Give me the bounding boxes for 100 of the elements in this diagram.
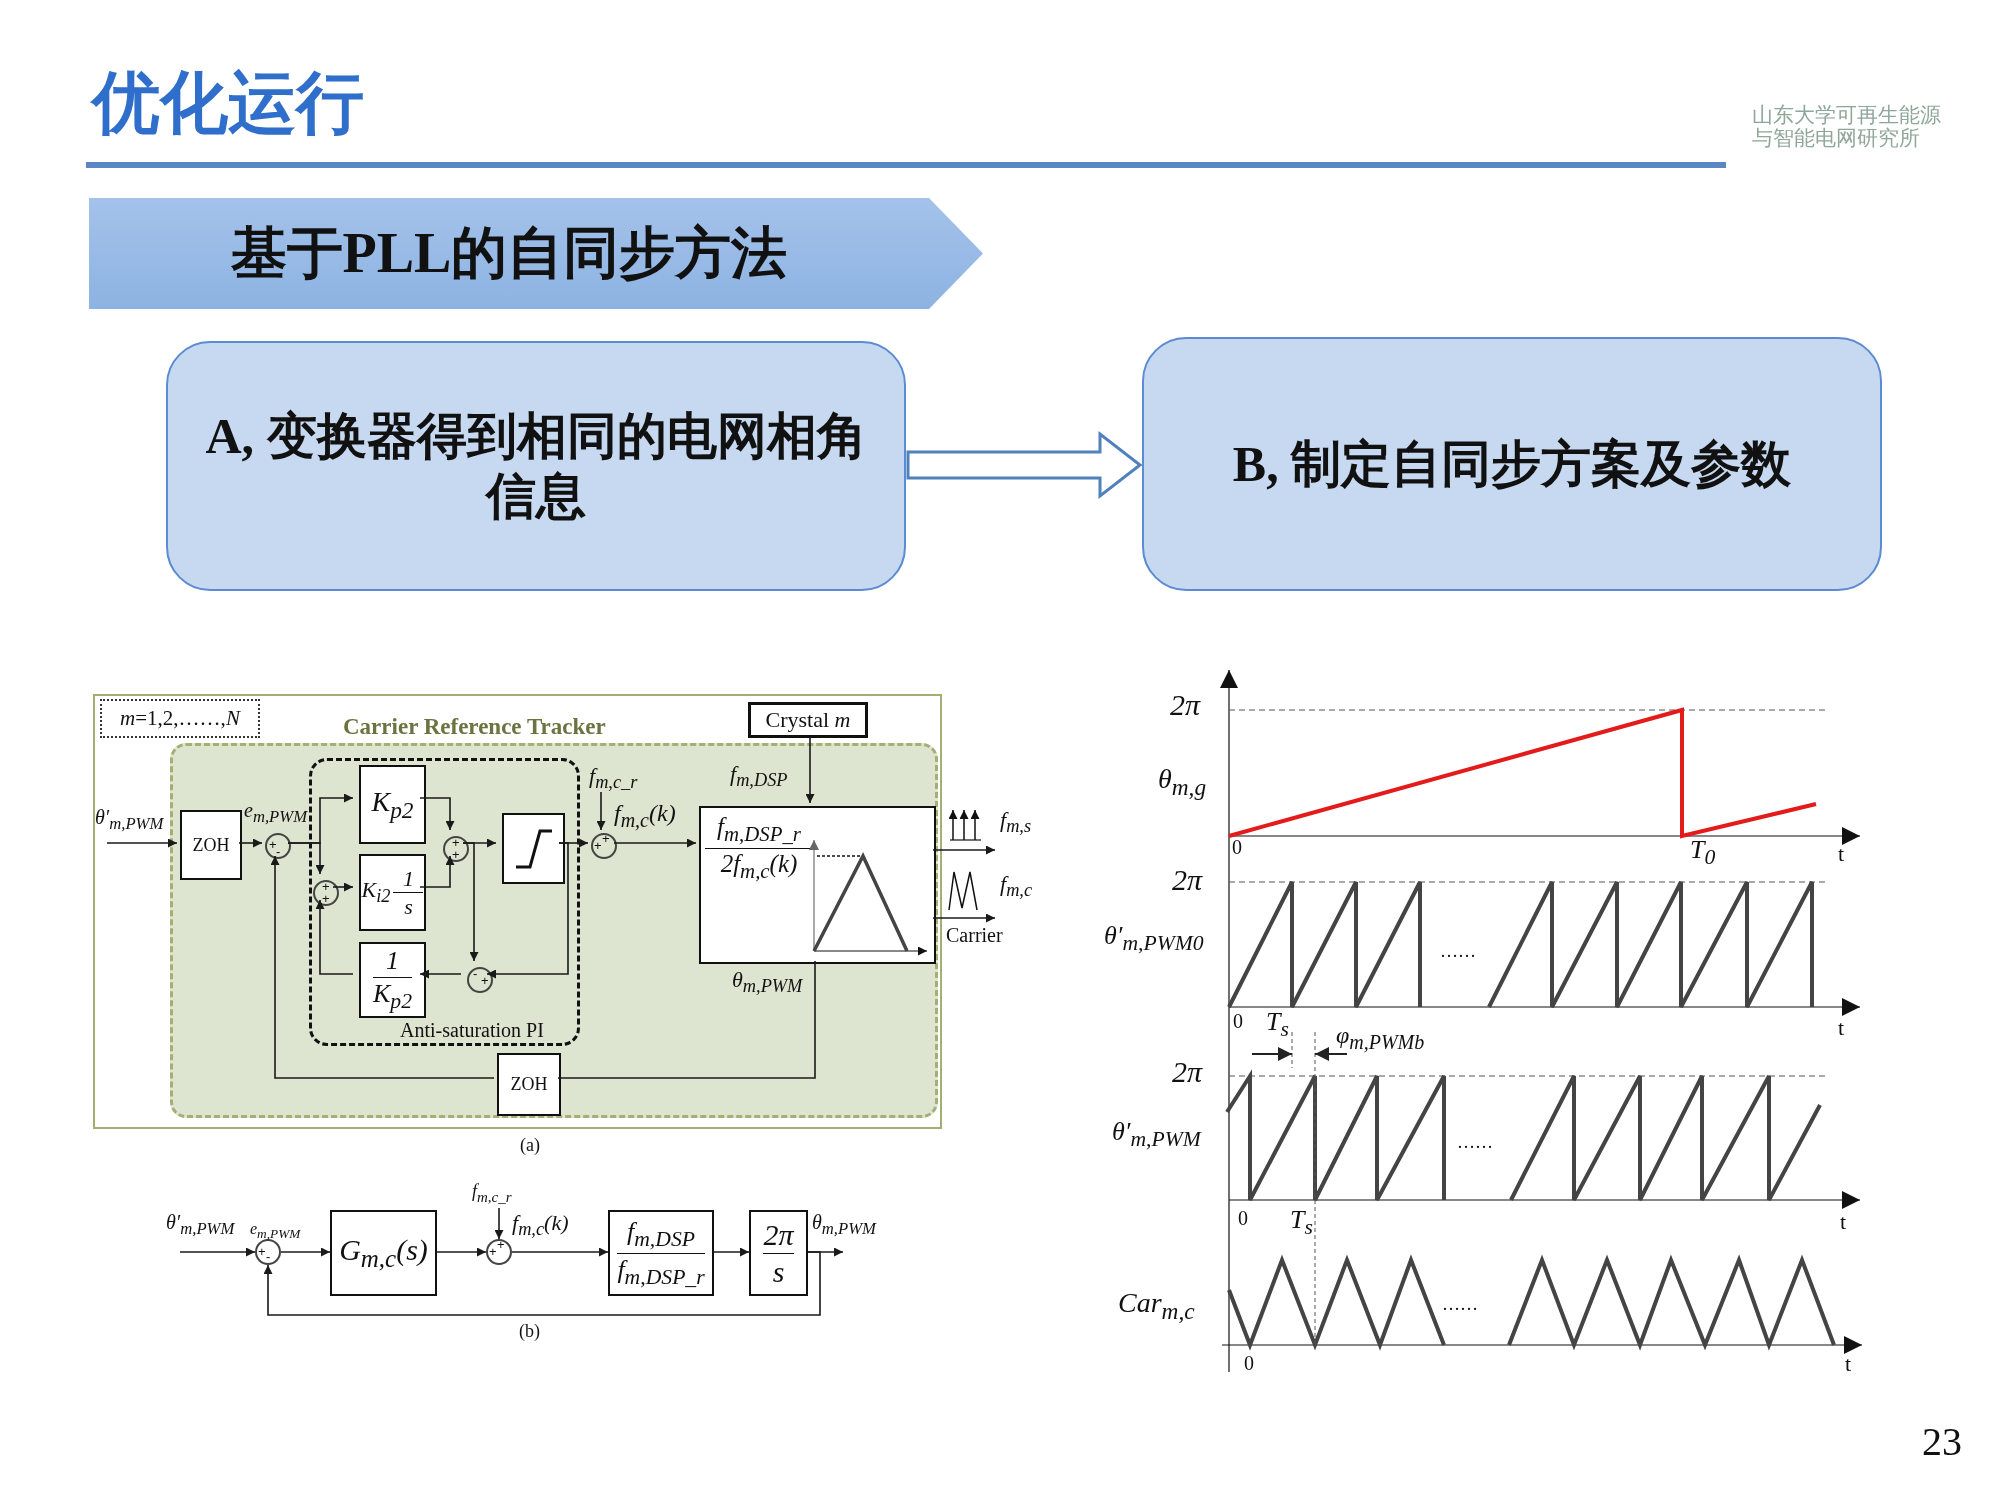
region-title: Carrier Reference Tracker: [343, 714, 606, 740]
operator-sign: -: [473, 967, 478, 980]
block-box: [608, 1210, 714, 1296]
region-label: Anti-saturation PI: [400, 1019, 544, 1042]
math-text: f$_{m,DSP_r}$: [617, 1255, 705, 1289]
page-number: 23: [1922, 1420, 1962, 1464]
math-text: 1: [386, 947, 399, 975]
signal-arrow: [270, 855, 495, 1079]
operator-sign: +: [489, 1245, 497, 1258]
operator-sign: -: [266, 1250, 271, 1263]
block-box: [749, 1210, 808, 1296]
math-text: f$_{m,DSP_r}$: [717, 814, 801, 846]
summing-junction: [486, 1239, 512, 1265]
axis-label: t: [1845, 1352, 1852, 1377]
axis-label: t: [1838, 842, 1845, 867]
operator-sign: +: [594, 839, 602, 852]
step-box: [1142, 337, 1882, 591]
operator-sign: +: [452, 836, 460, 849]
math-text: s: [772, 1255, 785, 1287]
block-box: [359, 854, 426, 931]
math-text: 1: [402, 866, 414, 890]
summing-junction: [313, 880, 339, 906]
operator-sign: +: [481, 974, 489, 987]
operator-sign: +: [602, 832, 610, 845]
axis-tick-label: T$_{0}$: [1690, 836, 1716, 870]
signal-label: Carrier: [946, 924, 1003, 946]
signal-arrow: [494, 1207, 504, 1240]
ellipsis: ……: [1442, 1295, 1478, 1315]
signal-label: θ$_{m,PWM}$: [732, 968, 803, 997]
math-text: K$_{p2}$: [373, 979, 412, 1013]
axis-tick-label: T$_{s}$: [1266, 1008, 1289, 1042]
signal-label: f$_{m,c_r}$: [472, 1181, 512, 1206]
math-text: f$_{m,DSP}$: [627, 1217, 695, 1251]
axis-tick-label: 0: [1232, 836, 1242, 858]
section-banner: [89, 198, 983, 309]
axis-label: θ′$_{m,PWM}$: [1112, 1118, 1201, 1152]
axis-tick-label: T$_{s}$: [1290, 1206, 1313, 1240]
signal-arrow: [805, 737, 815, 804]
figure-caption: (b): [519, 1322, 540, 1342]
signal-arrow: [613, 838, 697, 848]
signal-arrow: [932, 913, 996, 923]
math-text: K$_{p2}$: [371, 785, 414, 824]
signal-arrow: [419, 797, 455, 831]
axis-tick-label: 2π: [1172, 863, 1203, 896]
block-label: Crystal m: [765, 707, 851, 733]
operator-sign: +: [269, 838, 277, 851]
signal-label: f$_{m,DSP}$: [730, 762, 788, 791]
signal-label: φ$_{m,PWMb}$: [1336, 1022, 1425, 1053]
signal-arrow: [263, 1251, 821, 1316]
block-box: [330, 1210, 437, 1296]
signal-label: f$_{m,c}$: [1000, 872, 1033, 901]
note-text: m=1,2,……,N: [120, 706, 240, 731]
block-box: [748, 702, 868, 738]
summing-junction: [265, 833, 291, 859]
summing-junction: [255, 1239, 281, 1265]
axis-tick-label: 0: [1233, 1010, 1243, 1032]
operator-sign: +: [258, 1245, 266, 1258]
block-label: ZOH: [192, 834, 230, 856]
signal-arrow: [596, 791, 606, 831]
note-box: [100, 699, 260, 738]
signal-arrow: [179, 1247, 256, 1257]
signal-label: f$_{m,c}$(k): [512, 1211, 569, 1240]
block-box: [502, 813, 565, 884]
axis-tick-label: 2π: [1172, 1055, 1203, 1088]
signal-label: e$_{m,PWM}$: [250, 1220, 301, 1242]
block-box: [497, 1053, 561, 1116]
signal-arrow: [238, 838, 263, 848]
signal-arrow: [315, 899, 354, 975]
math-text: 2π: [763, 1219, 794, 1251]
signal-label: f$_{m,c_r}$: [589, 763, 638, 794]
signal-arrow: [932, 845, 996, 855]
hollow-arrow: [906, 430, 1143, 500]
slide-title: 优化运行: [92, 62, 364, 144]
signal-label: e$_{m,PWM}$: [244, 799, 307, 827]
block-box: [180, 810, 242, 880]
step-text: A, 变换器得到相同的电网相角信息: [204, 407, 868, 526]
summing-junction: [591, 833, 617, 859]
block-label: ZOH: [510, 1074, 548, 1095]
signal-label: θ′$_{m,PWM}$: [95, 806, 164, 834]
signal-label: f$_{m,c}$(k): [614, 800, 676, 831]
math-text: s: [404, 895, 413, 919]
institute-name: 山东大学可再生能源与智能电网研究所: [1752, 104, 1942, 151]
math-text: 2f$_{m,c}$(k): [720, 850, 798, 883]
signal-arrow: [511, 1247, 609, 1257]
block-box: [359, 765, 426, 844]
signal-arrow: [486, 842, 569, 979]
block-box: [359, 942, 426, 1018]
signal-label: θ′$_{m,PWM}$: [166, 1211, 235, 1239]
operator-sign: -: [276, 845, 281, 858]
axis-label: t: [1838, 1016, 1845, 1041]
signal-arrow: [436, 1247, 487, 1257]
signal-arrow: [419, 969, 462, 979]
axis-label: t: [1840, 1210, 1847, 1235]
ellipsis: ……: [1457, 1133, 1493, 1153]
signal-arrow: [287, 842, 325, 875]
signal-label: f$_{m,s}$: [1000, 808, 1032, 837]
axis-label: θ$_{m,g}$: [1158, 764, 1207, 801]
signal-arrow: [419, 855, 455, 888]
signal-arrow: [332, 882, 354, 892]
block-box: [699, 806, 936, 964]
